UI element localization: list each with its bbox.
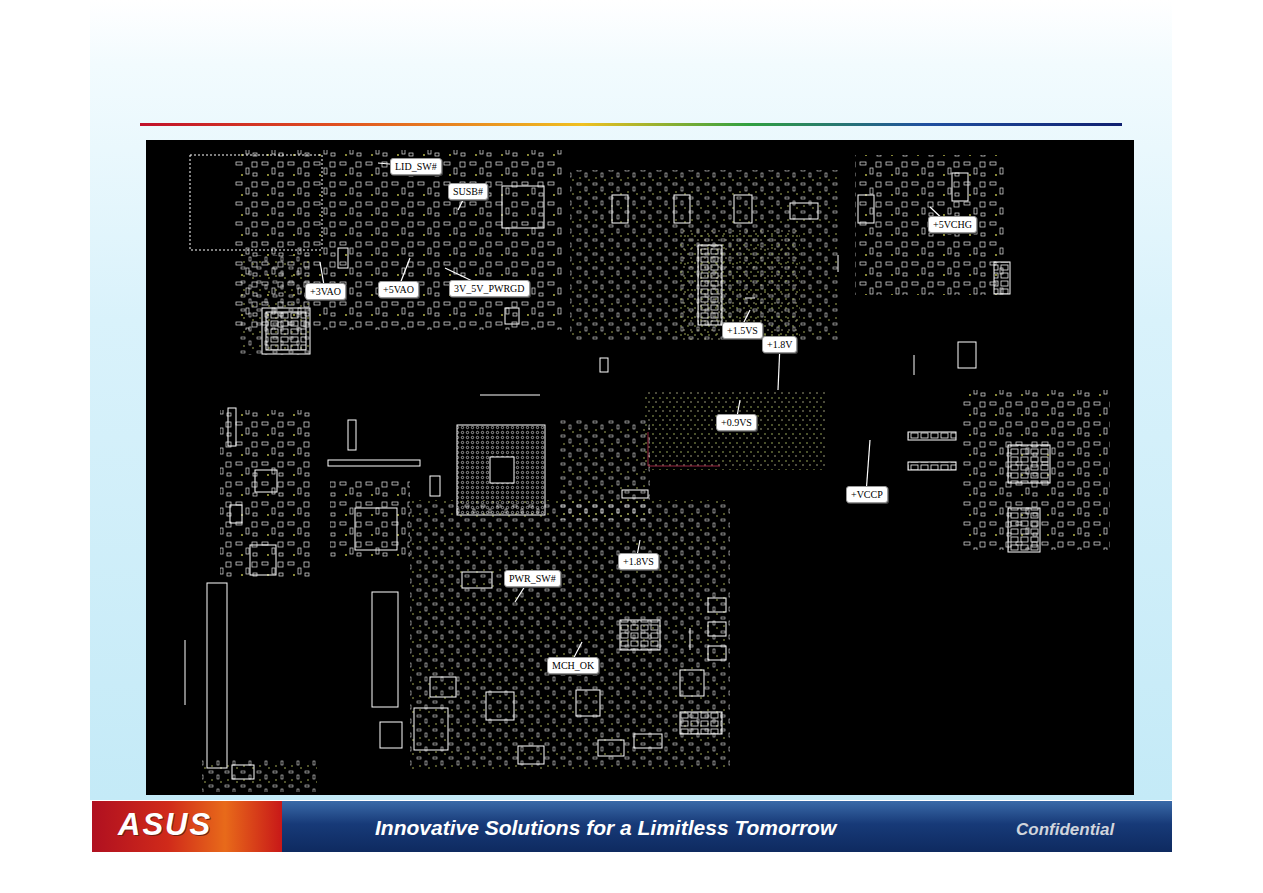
signal-name: 3V_5V_PWRGD [454, 283, 525, 294]
callout-bubble: LID_SW# [390, 158, 442, 175]
callout-bubble: MCH_OK [547, 657, 599, 674]
highlight-trace [648, 432, 720, 466]
signal-name: PWR_SW# [509, 573, 556, 584]
callout-bubble: +0.9VS [716, 414, 757, 431]
signal-name: LID_SW# [395, 161, 437, 172]
component-areas [202, 150, 1110, 792]
callout-bubble: +3VAO [305, 283, 346, 300]
callout-bubble: +1.8V [762, 336, 797, 353]
confidential-mark: Confidential [1016, 819, 1114, 841]
callout-bubble: +1.5VS [722, 322, 763, 339]
signal-name: MCH_OK [552, 660, 594, 671]
callout-bubble: +5VAO [378, 281, 419, 298]
signal-name: +1.5VS [727, 325, 758, 336]
callout-bubble: SUSB# [448, 183, 488, 200]
signal-name: +5VCHG [933, 219, 972, 230]
major-components [190, 155, 1050, 779]
signal-name: SUSB# [453, 186, 483, 197]
slogan: Innovative Solutions for a Limitless Tom… [375, 815, 836, 841]
callout-bubble: +VCCP [846, 486, 888, 503]
leader-lines [320, 163, 948, 665]
callout-bubble: 3V_5V_PWRGD [449, 280, 530, 297]
signal-name: +1.8VS [623, 556, 654, 567]
signal-name: +3VAO [310, 286, 341, 297]
signal-name: +5VAO [383, 284, 414, 295]
brand-logo: ASUS [118, 808, 212, 842]
signal-name: +0.9VS [721, 417, 752, 428]
signal-name: +1.8V [767, 339, 792, 350]
signal-name: +VCCP [851, 489, 883, 500]
title-rule [140, 123, 1122, 126]
callout-bubble: +1.8VS [618, 553, 659, 570]
traces [185, 255, 914, 705]
callout-bubble: +5VCHG [928, 216, 977, 233]
callout-bubble: PWR_SW# [504, 570, 561, 587]
